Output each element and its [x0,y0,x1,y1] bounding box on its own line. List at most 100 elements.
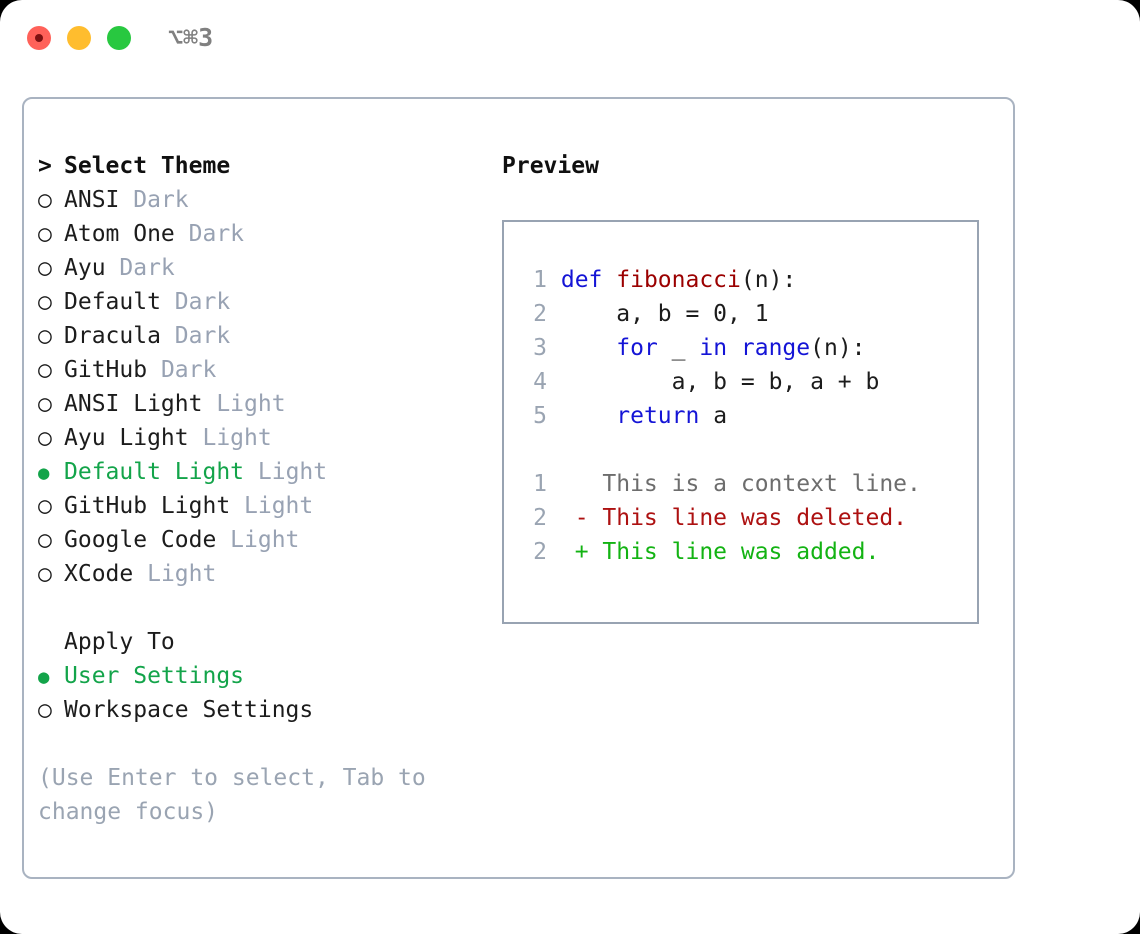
theme-list-item[interactable]: ● Default Light Light [38,455,508,489]
maximize-window-button[interactable] [107,26,131,50]
theme-list-item[interactable]: ○ Ayu Light Light [38,421,508,455]
diff-line: 1 This is a context line. [521,467,921,501]
theme-name: Default [64,289,175,315]
code-line: 5 return a [521,399,921,433]
code-line: 3 for _ in range(n): [521,331,921,365]
theme-list-item[interactable]: ○ Atom One Dark [38,217,508,251]
code-token: (n): [810,335,866,361]
line-number: 2 [533,539,547,565]
radio-selected-icon[interactable]: ● [38,666,61,688]
code-token: a, b = 0, 1 [560,301,769,327]
radio-unselected-icon[interactable]: ○ [38,289,66,315]
line-number: 3 [533,335,547,361]
code-line: 2 a, b = 0, 1 [521,297,921,331]
code-line: 1 def fibonacci(n): [521,263,921,297]
theme-mode-tag: Light [257,459,328,485]
code-token: return [616,403,700,429]
code-token: in [699,335,741,361]
line-number: 5 [533,403,547,429]
theme-name: Ayu [64,255,120,281]
radio-unselected-icon[interactable]: ○ [38,323,66,349]
title-bar: ⌥⌘3 [0,0,1140,78]
help-text: (Use Enter to select, Tab to change focu… [38,765,440,825]
code-token: fibonacci [616,267,741,293]
apply-to-header-label: Apply To [64,629,175,655]
theme-mode-tag: Light [216,391,286,417]
preview-title: Preview [502,153,599,179]
theme-name: Google Code [64,527,231,553]
theme-list-item[interactable]: ○ Dracula Dark [38,319,508,353]
header-caret: > [38,153,66,179]
theme-list-item[interactable]: ○ XCode Light [38,557,508,591]
apply-to-header-spacer [38,625,64,659]
theme-list-item[interactable]: ○ ANSI Light Light [38,387,508,421]
close-icon [35,34,43,42]
preview-column: Preview 1 def fibonacci(n):2 a, b = 0, 1… [502,149,1002,624]
radio-unselected-icon[interactable]: ○ [38,527,66,553]
theme-name: GitHub [64,357,161,383]
diff-line: 2 + This line was added. [521,535,921,569]
theme-list-item[interactable]: ○ ANSI Dark [38,183,508,217]
theme-mode-tag: Light [244,493,314,519]
theme-list-column: > Select Theme ○ ANSI Dark○ Atom One Dar… [38,149,508,829]
theme-mode-tag: Light [202,425,272,451]
theme-mode-tag: Dark [174,289,231,315]
theme-name: Ayu Light [64,425,203,451]
minimize-window-button[interactable] [67,26,91,50]
theme-list-item[interactable]: ○ Ayu Dark [38,251,508,285]
apply-to-list[interactable]: ● User Settings○ Workspace Settings [38,659,508,727]
radio-unselected-icon[interactable]: ○ [38,187,66,213]
radio-unselected-icon[interactable]: ○ [38,255,66,281]
theme-name: XCode [64,561,148,587]
radio-selected-icon[interactable]: ● [38,462,61,484]
theme-mode-tag: Dark [160,357,217,383]
theme-list-item[interactable]: ○ Default Dark [38,285,508,319]
code-token [561,335,616,361]
code-diff-separator [521,433,921,467]
diff-content: This is a context line. [547,471,921,497]
theme-selector-panel: > Select Theme ○ ANSI Dark○ Atom One Dar… [22,97,1015,879]
code-token: def [560,267,617,293]
theme-name: Atom One [64,221,189,247]
apply-to-header: Apply To [38,625,508,659]
theme-list[interactable]: ○ ANSI Dark○ Atom One Dark○ Ayu Dark○ De… [38,183,508,591]
theme-mode-tag: Dark [133,187,189,213]
theme-list-header: > Select Theme [38,149,508,183]
radio-unselected-icon[interactable]: ○ [38,391,66,417]
code-token: for [616,335,658,361]
code-token: _ [657,335,700,361]
line-number: 2 [533,301,547,327]
code-token: a, b = b, a + b [560,369,880,395]
code-token: range [740,335,811,361]
header-label: Select Theme [64,153,231,179]
code-line: 4 a, b = b, a + b [521,365,921,399]
apply-to-label: User Settings [64,663,245,689]
theme-mode-tag: Light [147,561,217,587]
line-number: 2 [533,505,547,531]
radio-unselected-icon[interactable]: ○ [38,561,66,587]
apply-to-item[interactable]: ● User Settings [38,659,508,693]
theme-name: Dracula [64,323,175,349]
keyboard-shortcut-label: ⌥⌘3 [168,23,214,52]
line-number: 4 [533,369,547,395]
radio-unselected-icon[interactable]: ○ [38,493,66,519]
apply-to-label: Workspace Settings [64,697,314,723]
code-token: a [699,403,728,429]
code-token [561,403,616,429]
theme-list-item[interactable]: ○ GitHub Dark [38,353,508,387]
theme-list-item[interactable]: ○ Google Code Light [38,523,508,557]
diff-line: 2 - This line was deleted. [521,501,921,535]
apply-to-item[interactable]: ○ Workspace Settings [38,693,508,727]
line-number: 1 [533,267,547,293]
radio-unselected-icon[interactable]: ○ [38,357,66,383]
theme-mode-tag: Dark [174,323,231,349]
theme-list-item[interactable]: ○ GitHub Light Light [38,489,508,523]
radio-unselected-icon[interactable]: ○ [38,697,66,723]
theme-name: GitHub Light [64,493,245,519]
radio-unselected-icon[interactable]: ○ [38,221,66,247]
radio-unselected-icon[interactable]: ○ [38,425,66,451]
diff-content: - This line was deleted. [547,505,908,531]
